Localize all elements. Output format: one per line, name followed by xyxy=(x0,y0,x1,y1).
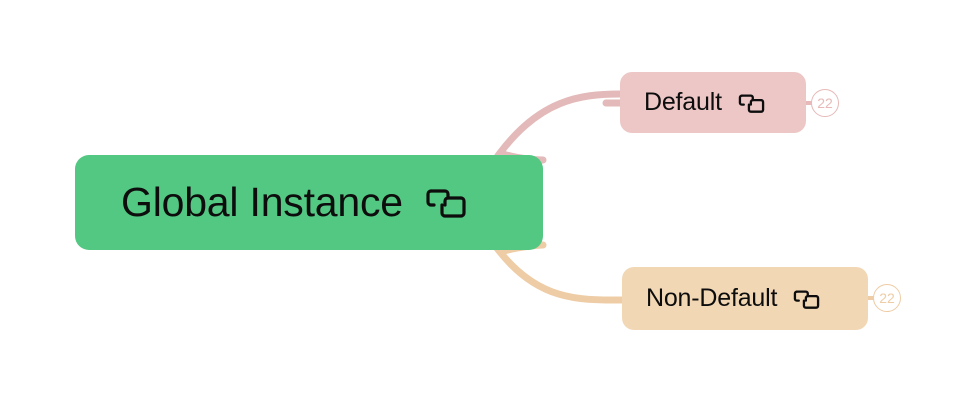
mindmap-node-default[interactable]: Default xyxy=(620,72,806,133)
node-label-default: Default xyxy=(644,88,722,116)
node-count-badge-non-default[interactable]: 22 xyxy=(873,284,901,312)
edge-root-to-nondefault xyxy=(494,241,626,304)
mindmap-node-global-instance[interactable]: Global Instance xyxy=(75,155,543,250)
mindmap-node-non-default[interactable]: Non-Default xyxy=(622,267,868,330)
badge-count-text: 22 xyxy=(817,95,833,111)
node-label-non-default: Non-Default xyxy=(646,284,778,312)
node-count-badge-default[interactable]: 22 xyxy=(811,89,839,117)
copy-icon[interactable] xyxy=(738,93,765,115)
edge-root-to-default xyxy=(494,90,624,164)
node-label-global-instance: Global Instance xyxy=(121,179,403,225)
copy-icon[interactable] xyxy=(425,187,467,221)
copy-icon[interactable] xyxy=(793,289,820,311)
badge-count-text: 22 xyxy=(879,290,895,306)
